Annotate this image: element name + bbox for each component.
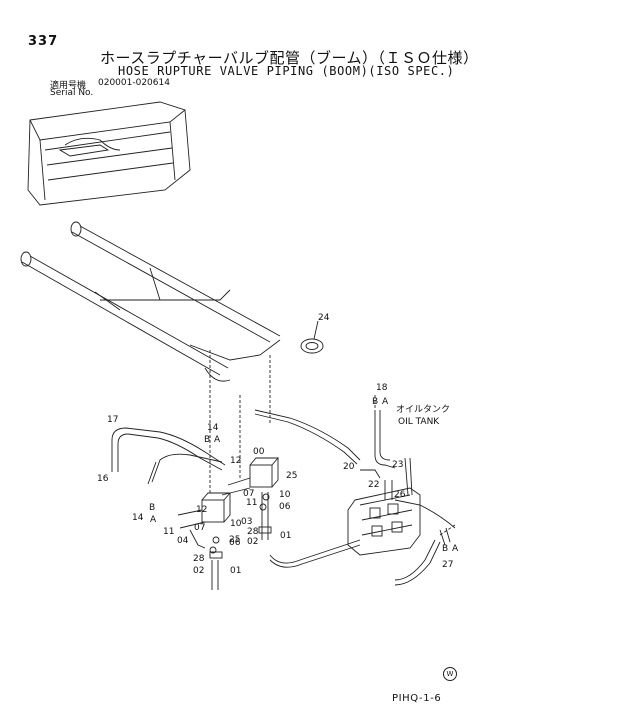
part-label-11-lower: 11 — [163, 527, 174, 537]
part-label-25-lower: 25 — [229, 535, 240, 545]
oil-tank-label-en: OIL TANK — [398, 417, 440, 427]
part-label-03: 03 — [241, 517, 252, 527]
part-label-27-b: B — [442, 544, 448, 554]
page-number: 337 — [28, 34, 59, 49]
part-label-02-upper: 02 — [247, 537, 258, 547]
rupture-valve-lower — [177, 492, 231, 590]
part-label-28-lower: 28 — [193, 554, 205, 564]
part-label-07-upper: 07 — [243, 489, 254, 499]
part-label-18-b: B — [372, 397, 378, 407]
part-label-02-lower: 02 — [193, 566, 204, 576]
part-label-16: 16 — [97, 474, 109, 484]
part-label-26: 26 — [394, 490, 406, 500]
footer-circle-mark: W — [443, 667, 457, 681]
part-label-06-lower: 06 — [229, 538, 241, 548]
part-label-22: 22 — [368, 480, 379, 490]
part-label-06-upper: 06 — [279, 502, 291, 512]
part-label-18-a: A — [382, 397, 389, 407]
part-label-01-lower: 01 — [230, 566, 241, 576]
part-label-14-top-b: B — [204, 435, 210, 445]
bolts — [209, 526, 272, 559]
part-label-17: 17 — [107, 415, 118, 425]
part-label-27-a: A — [452, 544, 459, 554]
part-label-10-upper: 10 — [279, 490, 291, 500]
part-label-00: 00 — [253, 447, 265, 457]
part-label-14-left-b: B — [149, 503, 155, 513]
part-label-28-upper: 28 — [247, 527, 259, 537]
part-label-14-left-a: A — [150, 515, 157, 525]
footer-code: PIHQ-1-6 — [392, 693, 442, 704]
part-label-11-upper: 11 — [246, 498, 257, 508]
small-fittings — [209, 493, 270, 554]
control-valve-block — [347, 487, 421, 556]
part-label-07-lower: 07 — [194, 523, 205, 533]
oil-tank-label-ja: オイルタンク — [396, 404, 450, 415]
serial-label-english: Serial No. — [50, 88, 94, 98]
part-label-18: 18 — [376, 383, 388, 393]
hose-17 — [111, 427, 226, 485]
clamp-part-24 — [300, 320, 324, 354]
main-piping — [254, 409, 456, 586]
serial-range: 020001-020614 — [98, 78, 170, 88]
pilot-pipes — [360, 410, 451, 546]
part-label-23-top: 23 — [392, 460, 403, 470]
part-label-12-upper: 12 — [230, 456, 241, 466]
part-label-01-upper: 01 — [280, 531, 291, 541]
part-label-25-upper: 25 — [286, 471, 297, 481]
leader-lines — [209, 350, 456, 536]
part-labels: 24 18 B A 17 14 B A 00 12 25 07 11 10 06… — [97, 313, 459, 576]
rupture-valve-upper — [221, 457, 279, 540]
title-japanese: ホースラプチャーバルブ配管（ブーム）（ＩＳＯ仕様） — [100, 49, 479, 67]
part-label-14-top: 14 — [207, 423, 219, 433]
boom-drawing — [20, 221, 281, 382]
machine-body-drawing — [27, 101, 191, 206]
title-english: HOSE RUPTURE VALVE PIPING (BOOM)(ISO SPE… — [118, 64, 455, 78]
part-label-12-lower: 12 — [196, 505, 207, 515]
part-label-20: 20 — [343, 462, 355, 472]
part-label-27: 27 — [442, 560, 453, 570]
serial-label-japanese: 適用号機 — [50, 81, 87, 91]
part-label-14-left: 14 — [132, 513, 144, 523]
part-label-14-top-a: A — [214, 435, 221, 445]
part-label-24: 24 — [318, 313, 330, 323]
part-label-04: 04 — [177, 536, 189, 546]
part-label-10-lower: 10 — [230, 519, 242, 529]
